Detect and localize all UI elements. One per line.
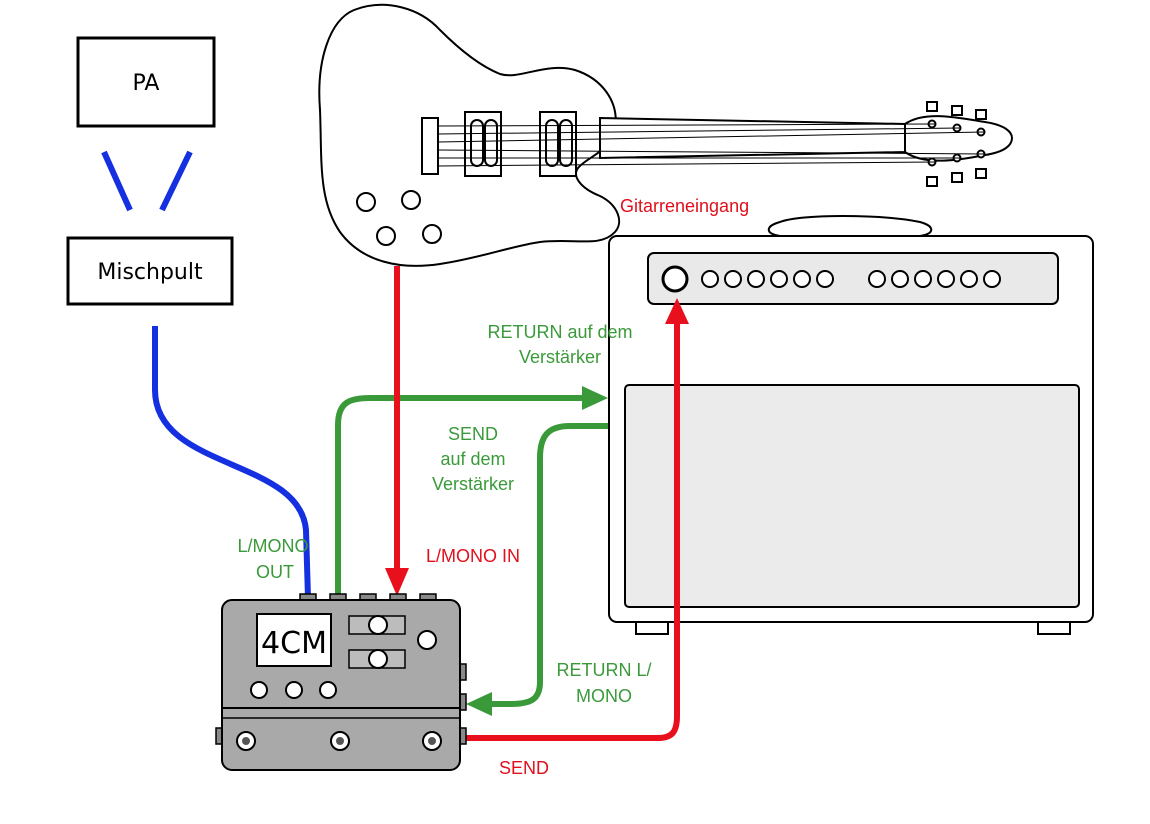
return-lmono-label-line1: RETURN L/ <box>556 660 651 680</box>
green-arrow-device <box>466 692 492 716</box>
send-label: SEND <box>499 758 549 778</box>
pa-label: PA <box>133 71 160 96</box>
footswitches <box>236 731 442 751</box>
amp-knobs <box>701 270 1001 288</box>
device-display-text: 4CM <box>261 626 327 661</box>
lmono-in-label: L/MONO IN <box>426 546 520 566</box>
amp-handle <box>767 215 933 237</box>
lmono-out-label-line1: L/MONO <box>237 536 308 556</box>
amp-speaker-grille <box>624 384 1080 608</box>
green-cable-to-return <box>335 395 590 598</box>
mixer-label: Mischpult <box>97 260 203 285</box>
guitar <box>318 3 1014 267</box>
red-arrow-amp <box>665 298 689 324</box>
send-amp-label-line1: SEND <box>448 424 498 444</box>
mixer-box: Mischpult <box>66 236 234 306</box>
pa-connection-lines <box>101 150 193 212</box>
multieffect-device: 4CM <box>215 593 467 771</box>
lmono-out-label-line2: OUT <box>256 562 294 582</box>
red-arrow-device <box>385 568 409 596</box>
amp-input-jack <box>661 265 689 293</box>
send-amp-label-line2: auf dem <box>440 449 505 469</box>
blue-cable <box>152 326 311 599</box>
guitar-strings <box>437 123 985 167</box>
return-amp-label-line2: Verstärker <box>519 347 601 367</box>
green-cable-from-send <box>486 423 608 707</box>
guitar-input-label: Gitarreneingang <box>620 196 749 216</box>
red-cable-send <box>462 318 680 741</box>
pa-box: PA <box>76 36 216 128</box>
amplifier <box>608 215 1094 635</box>
send-amp-label-line3: Verstärker <box>432 474 514 494</box>
return-lmono-label-line2: MONO <box>576 686 632 706</box>
green-arrow-return <box>582 386 608 410</box>
device-display <box>256 613 332 667</box>
amp-control-panel <box>647 252 1059 305</box>
return-amp-label-line1: RETURN auf dem <box>487 322 632 342</box>
